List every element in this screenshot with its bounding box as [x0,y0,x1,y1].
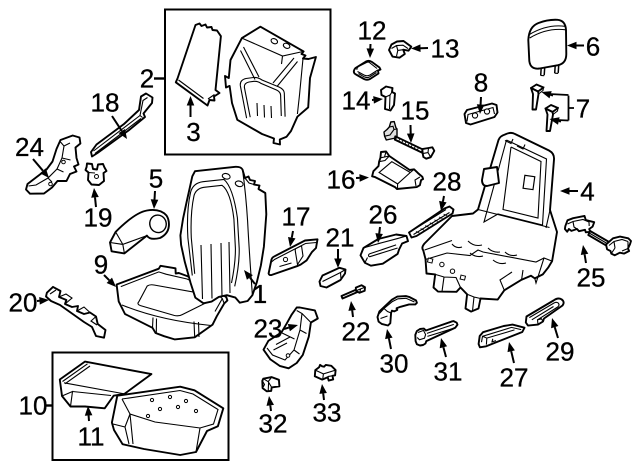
svg-text:13: 13 [431,33,460,63]
svg-text:8: 8 [474,67,488,97]
svg-text:23: 23 [254,313,283,343]
svg-text:16: 16 [327,164,356,194]
svg-text:30: 30 [380,348,409,378]
svg-text:4: 4 [580,176,594,206]
svg-text:33: 33 [313,397,342,427]
svg-text:15: 15 [401,95,430,125]
svg-text:1: 1 [253,279,267,309]
svg-text:21: 21 [326,222,355,252]
svg-text:27: 27 [500,362,529,392]
svg-text:12: 12 [358,15,387,45]
svg-text:18: 18 [91,87,120,117]
svg-text:7: 7 [576,93,590,123]
svg-text:3: 3 [186,117,200,147]
svg-text:20: 20 [9,287,38,317]
svg-text:9: 9 [94,249,108,279]
svg-text:22: 22 [342,316,371,346]
svg-text:14: 14 [342,85,371,115]
svg-text:32: 32 [259,408,288,438]
svg-text:6: 6 [586,31,600,61]
svg-text:10: 10 [19,390,48,420]
svg-text:29: 29 [546,336,575,366]
svg-text:25: 25 [577,262,606,292]
svg-text:11: 11 [78,421,105,451]
svg-text:17: 17 [282,201,311,231]
svg-text:5: 5 [149,163,163,193]
svg-text:26: 26 [369,199,398,229]
svg-text:2: 2 [140,63,154,93]
svg-text:24: 24 [15,132,44,162]
svg-text:19: 19 [84,202,113,232]
svg-text:28: 28 [433,166,462,196]
svg-text:31: 31 [434,356,463,386]
